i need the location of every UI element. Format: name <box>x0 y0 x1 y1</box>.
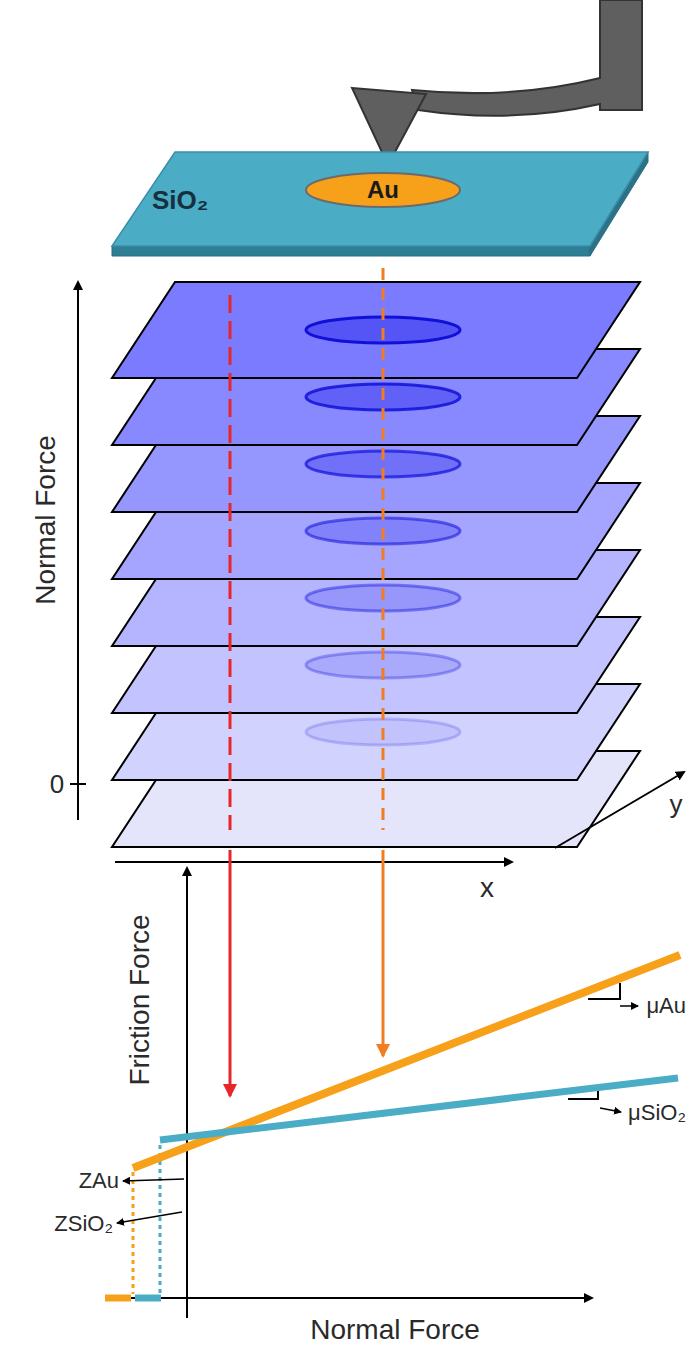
axis-title: Friction Force <box>126 914 154 1085</box>
projection-arrow <box>229 850 232 1096</box>
offset-segment <box>105 1295 131 1302</box>
force-planes <box>112 282 640 847</box>
axis <box>105 1297 592 1299</box>
axis <box>77 282 79 820</box>
axis-label: Normal Force <box>310 1316 480 1344</box>
node-label: Au <box>367 178 399 202</box>
axis-label: x <box>480 874 494 902</box>
projection-arrow <box>382 850 385 1056</box>
plate-top <box>112 152 648 246</box>
axis-label: y <box>670 791 683 817</box>
cantilever <box>412 0 642 116</box>
probe-lines <box>230 268 383 830</box>
plate-edge <box>112 246 590 256</box>
slope-mark <box>588 983 620 999</box>
dotted-drop <box>159 1145 162 1294</box>
axis-label: ZSiO₂ <box>54 1213 113 1235</box>
sio2-friction-line <box>160 1078 678 1140</box>
gold-pad: Au <box>305 172 461 208</box>
axis-label: μAu <box>646 995 686 1017</box>
axis <box>186 868 188 1318</box>
leader <box>123 1179 184 1181</box>
leader <box>117 1212 182 1223</box>
offset-segment <box>135 1295 161 1302</box>
gold-ellipse <box>306 173 460 207</box>
force-plane <box>112 282 640 378</box>
au-friction-line <box>133 955 680 1168</box>
dotted-drop <box>132 1172 135 1294</box>
substrate-plate: SiO₂ Au <box>112 150 649 258</box>
leader <box>600 1108 621 1112</box>
axis <box>115 861 512 863</box>
tick <box>70 783 86 785</box>
slope-mark <box>568 1091 598 1099</box>
node-label: SiO₂ <box>152 187 208 213</box>
axis <box>555 772 684 848</box>
axis-label: ZAu <box>79 1170 119 1192</box>
axis-label: μSiO₂ <box>628 1102 686 1124</box>
axis-label: 0 <box>50 771 64 797</box>
leader <box>620 1005 638 1007</box>
axis-title: Normal Force <box>32 435 60 605</box>
